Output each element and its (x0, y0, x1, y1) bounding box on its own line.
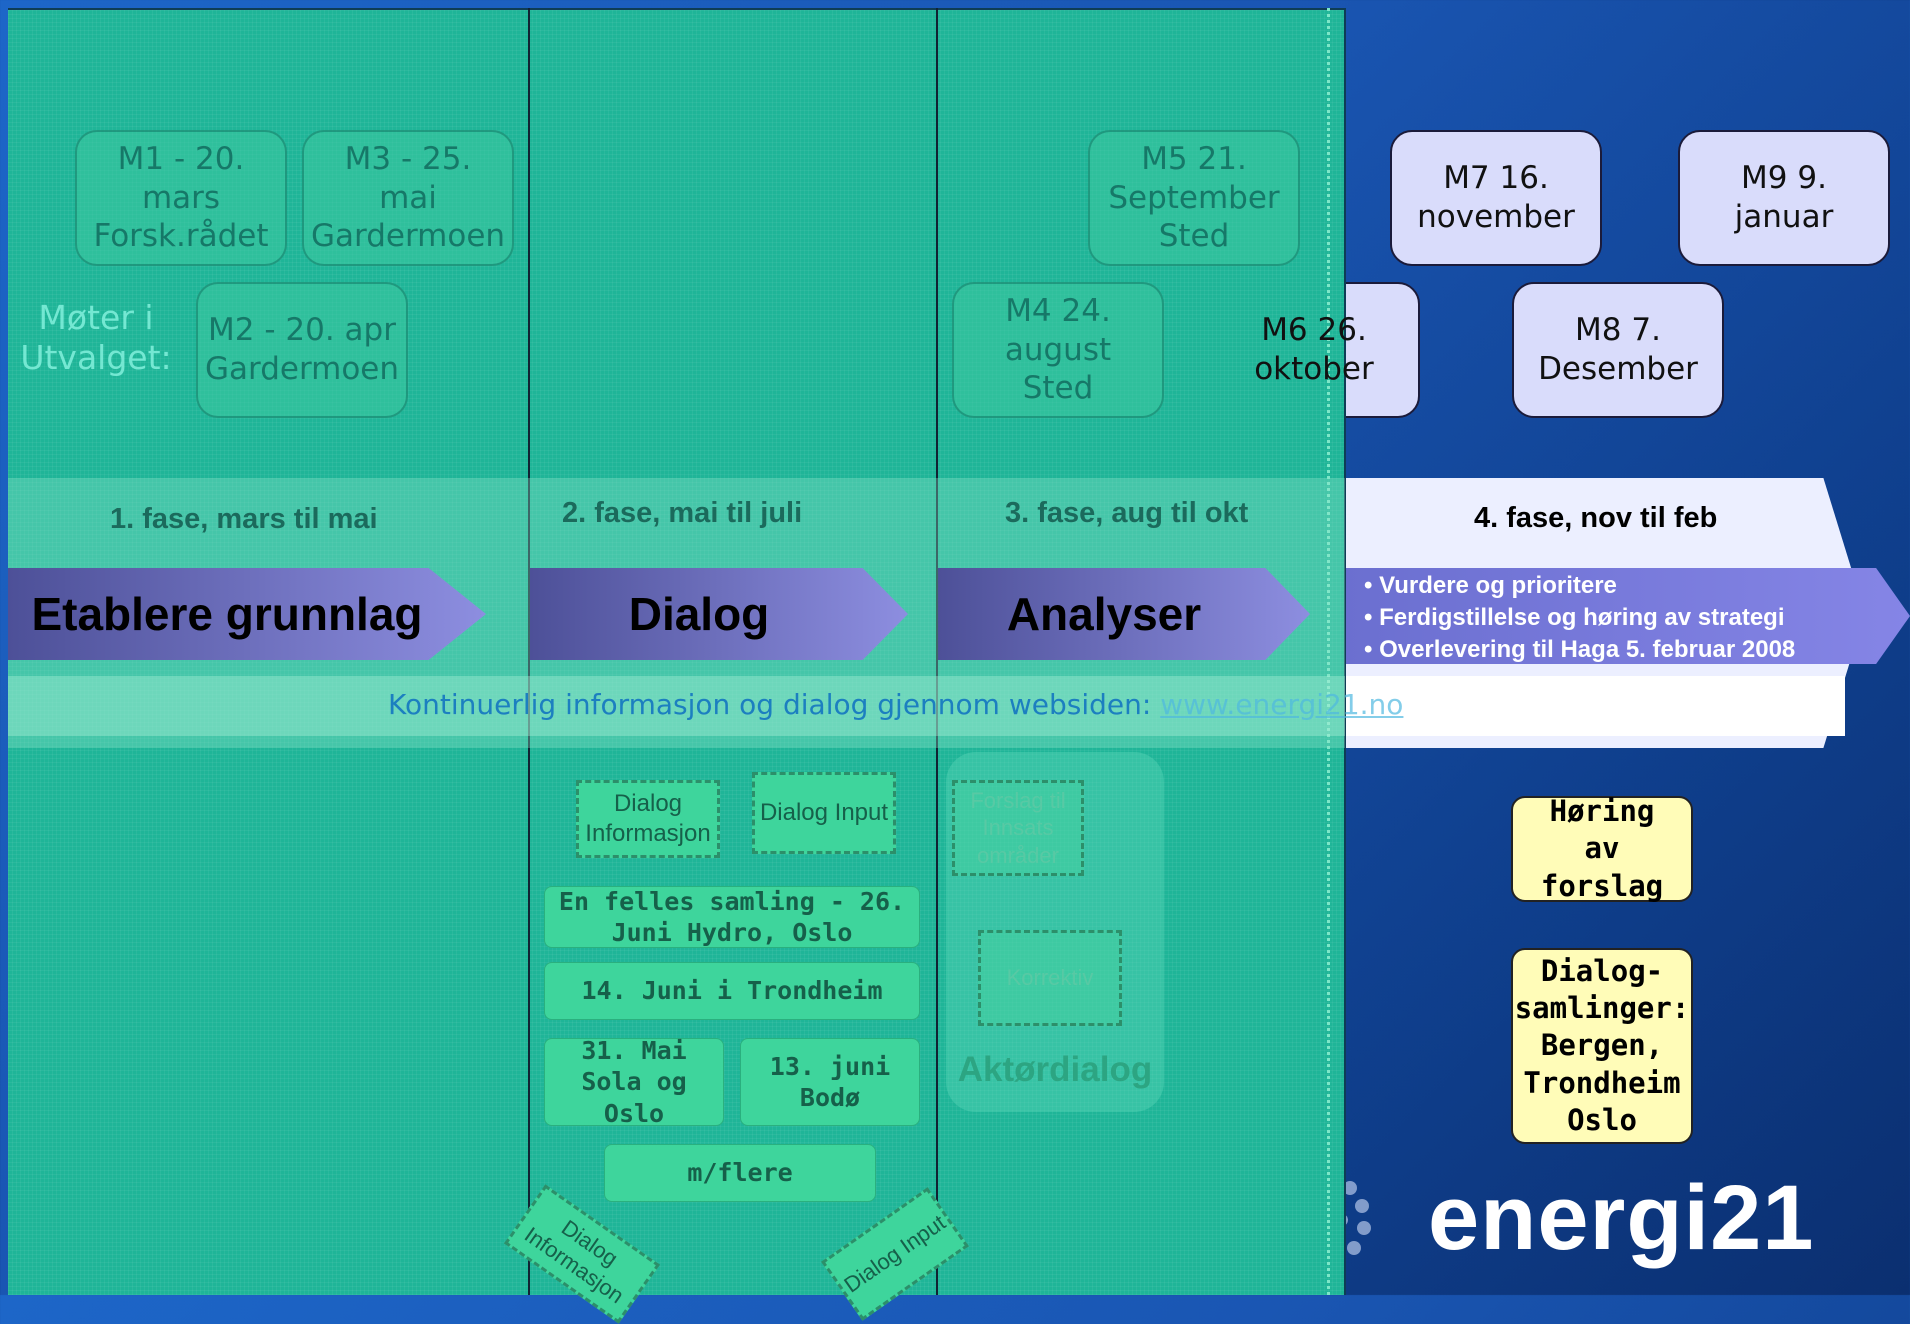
phase-1-label: 1. fase, mars til mai (110, 503, 378, 535)
column-divider-1 (528, 8, 530, 1295)
dialog-input: Dialog Input (752, 772, 896, 854)
phase-3-label: 3. fase, aug til okt (1005, 497, 1249, 529)
meetings-label: Møter i Utvalget: (20, 298, 172, 377)
bullet-1: • Vurdere og prioritere (1364, 572, 1617, 599)
meeting-m5: M5 21. September Sted (1088, 130, 1300, 266)
felles-samling: En felles samling - 26. Juni Hydro, Oslo (544, 886, 920, 948)
energi21-logo: energi21 (1270, 1160, 1813, 1280)
website-link[interactable]: www.energi21.no (1160, 688, 1404, 721)
note-dialogsamlinger: Dialog-samlinger: Bergen, Trondheim Oslo (1511, 948, 1693, 1144)
info-bar-right (1345, 676, 1845, 736)
meeting-m4: M4 24. august Sted (952, 282, 1164, 418)
phase-2-label: 2. fase, mai til juli (562, 497, 803, 529)
forslag-innsats: Forslag til Innsats områder (952, 780, 1084, 876)
bullet-2: • Ferdigstillelse og høring av strategi (1364, 604, 1785, 631)
meeting-m7: M7 16. november (1390, 130, 1602, 266)
sola-samling: 31. Mai Sola og Oslo (544, 1036, 724, 1128)
phase4-bullets: • Vurdere og prioritere • Ferdigstillels… (1364, 570, 1795, 666)
meeting-m3: M3 - 25. mai Gardermoen (302, 130, 514, 266)
flere-samling: m/flere (604, 1144, 876, 1202)
aktordialog-label: Aktørdialog (957, 1050, 1153, 1089)
korrektiv: Korrektiv (978, 930, 1122, 1026)
info-text: Kontinuerlig informasjon og dialog gjenn… (388, 688, 1152, 721)
meeting-m6: M6 26. oktober (1254, 312, 1374, 387)
phase-4-label: 4. fase, nov til feb (1474, 502, 1718, 534)
meeting-m8: M8 7. Desember (1512, 282, 1724, 418)
column-divider-3 (1327, 8, 1330, 1295)
note-horing: Høring av forslag (1511, 794, 1693, 903)
info-bar (8, 676, 1345, 736)
phase4-arrow (1345, 568, 1910, 664)
meeting-m1: M1 - 20. mars Forsk.rådet (75, 130, 287, 266)
dialog-informasjon: Dialog Informasjon (576, 780, 720, 858)
bullet-3: • Overlevering til Haga 5. februar 2008 (1364, 636, 1796, 663)
column-divider-2 (936, 8, 938, 1295)
logo-text: energi21 (1428, 1167, 1815, 1269)
meeting-m9: M9 9. januar (1678, 130, 1890, 266)
info-bar-text: Kontinuerlig informasjon og dialog gjenn… (388, 688, 1403, 721)
arrow-dialog: Dialog (530, 568, 908, 660)
trondheim-samling: 14. Juni i Trondheim (544, 962, 920, 1020)
bodo-samling: 13. juni Bodø (740, 1038, 920, 1126)
arrow-etablere: Etablere grunnlag (8, 568, 486, 660)
meeting-m2: M2 - 20. apr Gardermoen (196, 282, 408, 418)
arrow-analyser: Analyser (938, 568, 1310, 660)
